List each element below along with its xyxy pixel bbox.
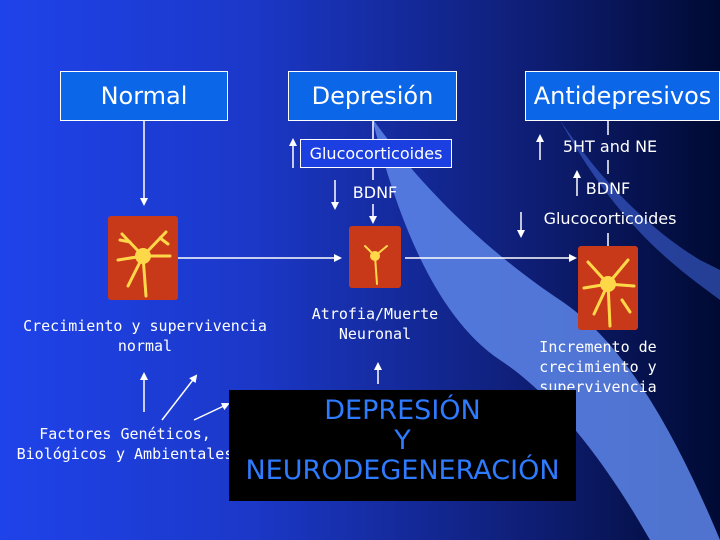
factors-label: Factores Genéticos, Biológicos y Ambient…: [10, 424, 240, 464]
conclusion-line3: NEURODEGENERACIÓN: [245, 455, 560, 486]
outcome-antidepresivos: Incremento de crecimiento y supervivenci…: [480, 337, 716, 397]
conclusion-line1: DEPRESIÓN: [324, 395, 481, 426]
outcome-normal: Crecimiento y supervivencia normal: [10, 316, 280, 356]
neuron-antidepresivos: [578, 246, 638, 334]
outcome-depresion-line2: Neuronal: [338, 325, 412, 343]
neuron-cell-icon: [349, 226, 401, 288]
factor-glucocorticoides-antidep: Glucocorticoides: [543, 209, 677, 228]
outcome-antidepresivos-line1: Incremento de: [539, 338, 657, 356]
header-normal: Normal: [60, 71, 228, 121]
factor-glucocorticoides-box: Glucocorticoides: [300, 139, 452, 168]
outcome-normal-line1: Crecimiento y supervivencia: [23, 317, 267, 335]
header-antidepresivos: Antidepresivos: [525, 71, 720, 121]
neuron-normal: [108, 216, 178, 304]
factor-glucocorticoides: Glucocorticoides: [309, 144, 443, 163]
outcome-normal-line2: normal: [117, 337, 173, 355]
header-depresion: Depresión: [288, 71, 457, 121]
factors-label-line1: Factores Genéticos,: [39, 425, 211, 443]
conclusion-line2: Y: [394, 425, 411, 456]
header-normal-label: Normal: [100, 82, 188, 110]
swoosh-shape: [372, 118, 720, 540]
conclusion-box: DEPRESIÓN Y NEURODEGENERACIÓN: [229, 390, 576, 501]
outcome-depresion-line1: Atrofia/Muerte: [311, 305, 439, 323]
factor-5ht-ne: 5HT and NE: [562, 137, 658, 156]
factor-bdnf-antidep: BDNF: [585, 179, 631, 198]
factors-label-line2: Biológicos y Ambientales: [16, 445, 234, 463]
factor-arrow: [161, 374, 198, 421]
header-antidepresivos-label: Antidepresivos: [533, 82, 712, 110]
neuron-cell-icon: [108, 216, 178, 300]
outcome-depresion: Atrofia/Muerte Neuronal: [300, 304, 450, 344]
swoosh-edge: [560, 120, 720, 300]
factor-arrow: [193, 402, 230, 421]
neuron-depresion: [349, 226, 401, 292]
header-depresion-label: Depresión: [311, 82, 434, 110]
neuron-cell-icon: [578, 246, 638, 330]
factor-bdnf: BDNF: [352, 183, 398, 202]
